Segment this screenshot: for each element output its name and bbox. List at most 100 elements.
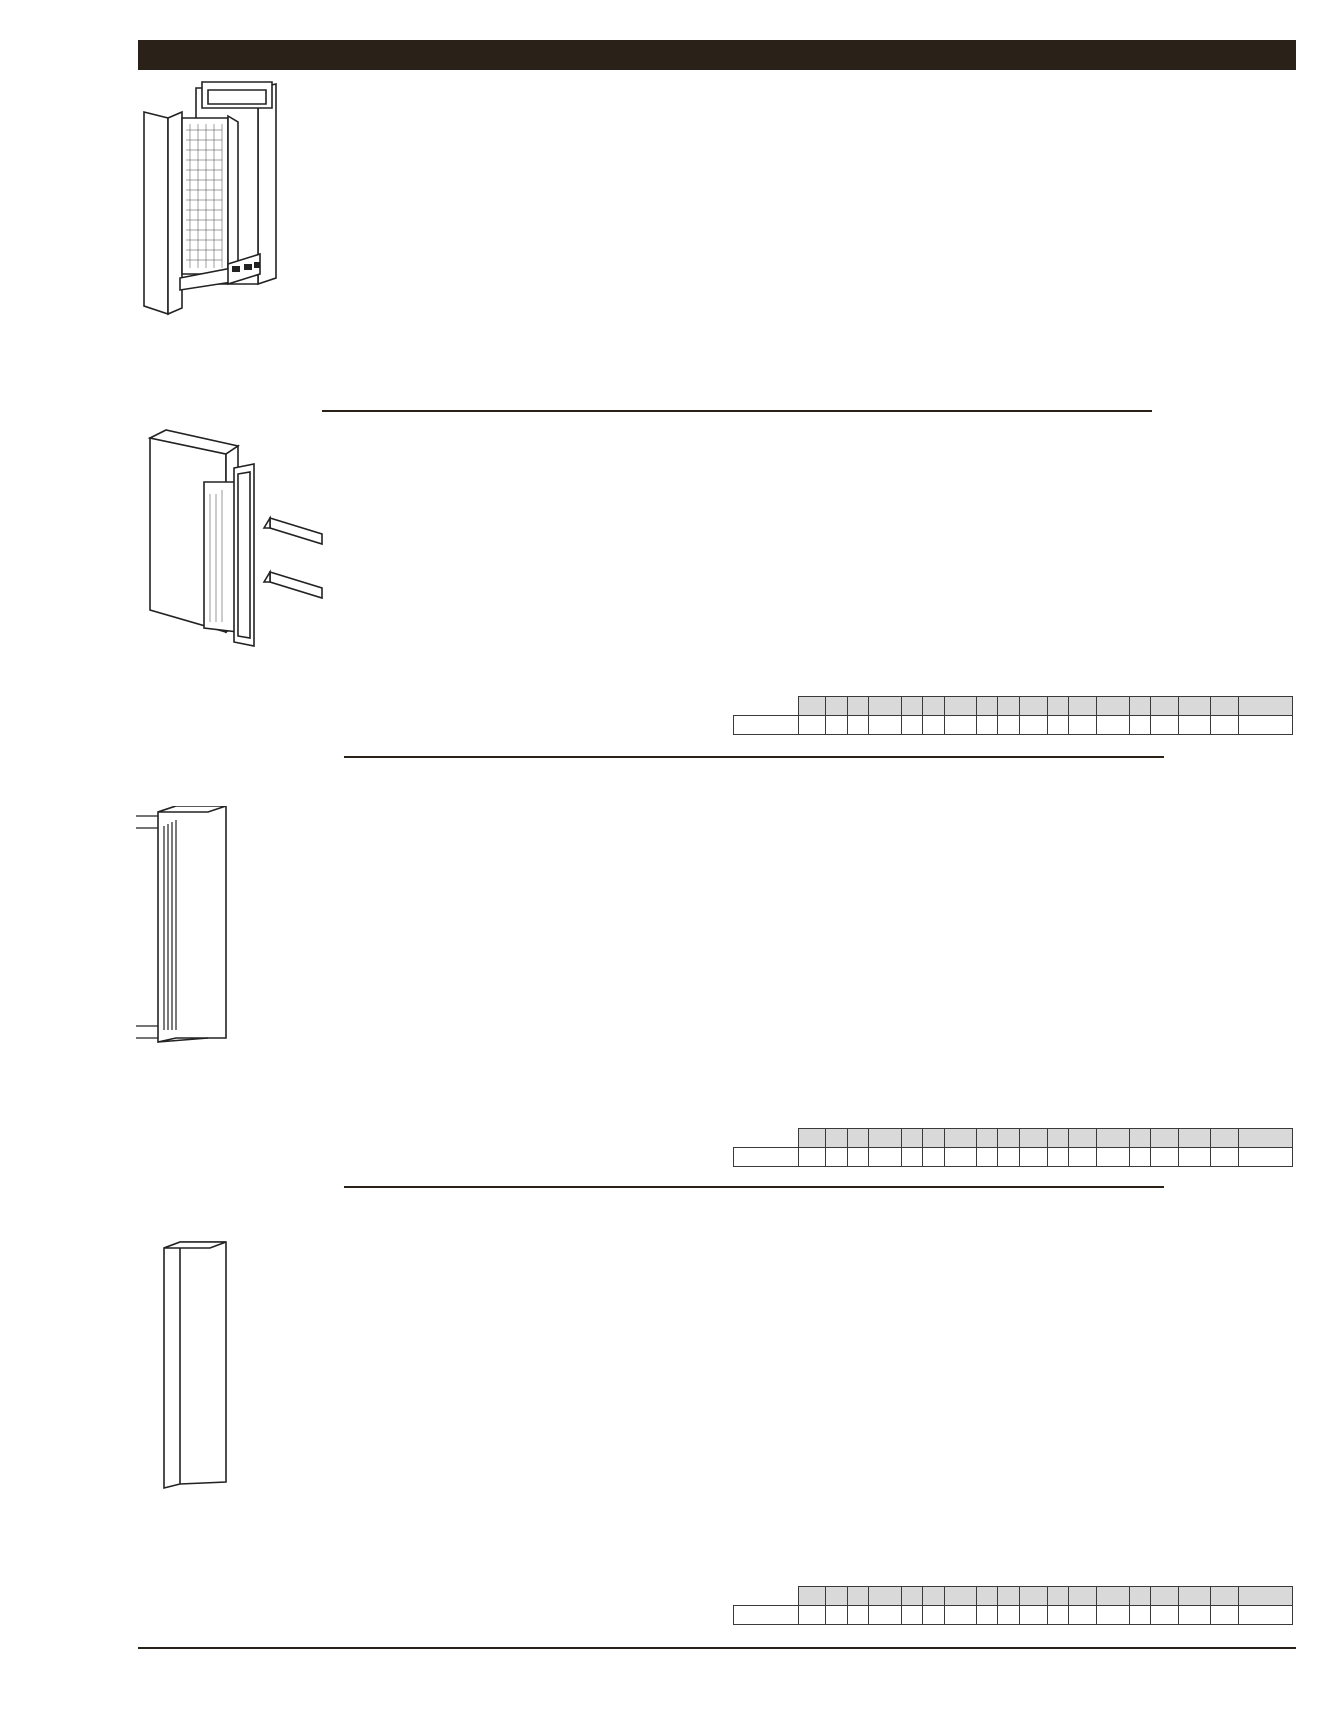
table-header-cell (1096, 1586, 1130, 1606)
table-header-cell (1046, 1586, 1070, 1606)
table-cell (975, 715, 999, 735)
table-header-cell (1210, 696, 1240, 716)
table-cell (868, 1605, 902, 1625)
table-cell (975, 1605, 999, 1625)
table-header-cell (797, 1128, 827, 1148)
table-cell (797, 1605, 827, 1625)
table-cell (868, 715, 902, 735)
table-header-cell (797, 696, 827, 716)
table-cell (846, 1605, 870, 1625)
table-header-cell (1210, 1586, 1240, 1606)
price-grid-table (733, 1586, 1293, 1625)
table-header-cell (900, 696, 924, 716)
table-header-cell (1046, 696, 1070, 716)
table-header-cell (975, 1586, 999, 1606)
table-cell (1210, 1605, 1240, 1625)
table-row-label (733, 1605, 799, 1625)
table-cell (797, 715, 827, 735)
price-grid-table (733, 696, 1293, 735)
fluted-filler-icon (136, 806, 227, 1043)
table-row-label (733, 1147, 799, 1167)
table-header-cell (1150, 1586, 1179, 1606)
table-corner (734, 697, 799, 716)
table-header-cell (1018, 696, 1048, 716)
table-cell (1177, 715, 1212, 735)
table-cell (797, 1147, 827, 1167)
table-cell (1068, 1605, 1098, 1625)
table-header-cell (1096, 1128, 1130, 1148)
table-cell (1150, 1605, 1179, 1625)
table-header-cell (1177, 1128, 1212, 1148)
table-cell (1096, 1147, 1130, 1167)
table-header-cell (1238, 1128, 1293, 1148)
pull-out-organizer-with-baskets-icon (147, 429, 323, 647)
table-header-cell (997, 1128, 1020, 1148)
table-cell (1096, 1605, 1130, 1625)
table-header-cell (1150, 696, 1179, 716)
table-cell (1150, 1147, 1179, 1167)
table-header-cell (1238, 696, 1293, 716)
table-corner (734, 1587, 799, 1606)
table-cell (846, 1147, 870, 1167)
table-cell (975, 1147, 999, 1167)
table-row-label (733, 715, 799, 735)
table-header-cell (1177, 1586, 1212, 1606)
table-header-cell (900, 1128, 924, 1148)
table-cell (1238, 1147, 1293, 1167)
table-header-cell (1210, 1128, 1240, 1148)
table-header-cell (825, 1128, 848, 1148)
table-header-cell (1096, 696, 1130, 716)
table-cell (1238, 715, 1293, 735)
table-cell (997, 715, 1020, 735)
table-header-cell (1150, 1128, 1179, 1148)
table-header-cell (922, 1128, 945, 1148)
table-corner (734, 1129, 799, 1148)
table-header-cell (1018, 1128, 1048, 1148)
table-cell (1210, 715, 1240, 735)
table-header-cell (922, 696, 945, 716)
table-header-cell (1128, 1586, 1152, 1606)
table-header-cell (1128, 1128, 1152, 1148)
table-header-cell (943, 1586, 977, 1606)
page-header-bar (138, 40, 1296, 70)
table-header-cell (997, 696, 1020, 716)
table-cell (868, 1147, 902, 1167)
table-cell (1018, 1605, 1048, 1625)
table-cell (1046, 1147, 1070, 1167)
table-cell (825, 1147, 848, 1167)
table-header-cell (943, 1128, 977, 1148)
table-cell (1128, 715, 1152, 735)
table-header-cell (868, 1586, 902, 1606)
price-grid-table (733, 1128, 1293, 1167)
table-header-cell (825, 696, 848, 716)
table-header-cell (975, 1128, 999, 1148)
table-cell (1238, 1605, 1293, 1625)
table-cell (922, 1605, 945, 1625)
pull-out-tall-cabinet-icon (143, 81, 277, 316)
table-header-cell (1238, 1586, 1293, 1606)
table-cell (1046, 1605, 1070, 1625)
table-cell (1018, 1147, 1048, 1167)
table-cell (1177, 1605, 1212, 1625)
table-header-cell (1046, 1128, 1070, 1148)
table-header-cell (997, 1586, 1020, 1606)
table-header-cell (943, 696, 977, 716)
page-footer-rule (138, 1647, 1296, 1649)
table-header-cell (797, 1586, 827, 1606)
plain-filler-icon (163, 1241, 227, 1490)
table-cell (1068, 1147, 1098, 1167)
table-header-cell (846, 1586, 870, 1606)
table-header-cell (1177, 696, 1212, 716)
table-header-cell (1068, 696, 1098, 716)
section-divider (344, 756, 1164, 758)
table-cell (1210, 1147, 1240, 1167)
table-cell (1068, 715, 1098, 735)
table-header-cell (1018, 1586, 1048, 1606)
table-cell (825, 715, 848, 735)
table-cell (943, 715, 977, 735)
table-cell (1128, 1605, 1152, 1625)
table-cell (825, 1605, 848, 1625)
table-cell (900, 1147, 924, 1167)
table-header-cell (868, 1128, 902, 1148)
section-divider (322, 410, 1152, 412)
